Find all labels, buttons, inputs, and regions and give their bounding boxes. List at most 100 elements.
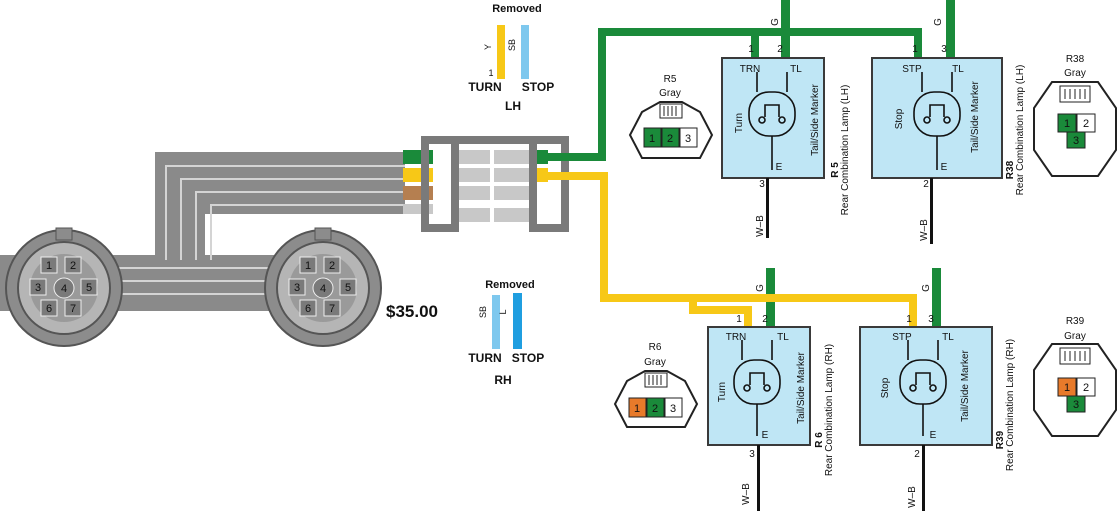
svg-text:STP: STP	[902, 64, 922, 75]
bulb-icon	[748, 72, 796, 170]
svg-text:TURN: TURN	[468, 351, 501, 365]
svg-text:Tail/Side Marker: Tail/Side Marker	[796, 351, 807, 423]
lamp-r6: 1 2 G TRN TL Turn Tail/Side Marker E 3 W…	[707, 284, 835, 511]
pin-1	[299, 256, 317, 274]
pin-label: 7	[329, 303, 335, 315]
svg-text:Gray: Gray	[644, 357, 666, 368]
pin-label: 2	[70, 260, 76, 272]
svg-text:Rear Combination Lamp (LH): Rear Combination Lamp (LH)	[840, 85, 851, 216]
svg-text:R 5: R 5	[830, 162, 841, 178]
svg-text:3: 3	[685, 133, 691, 145]
svg-text:Tail/Side Marker: Tail/Side Marker	[970, 80, 981, 152]
svg-text:E: E	[941, 162, 948, 173]
pin-3	[1066, 131, 1086, 149]
svg-text:STOP: STOP	[522, 80, 554, 94]
pin-2	[64, 256, 82, 274]
svg-text:Removed: Removed	[492, 3, 542, 15]
svg-text:TL: TL	[777, 332, 789, 343]
svg-text:2: 2	[667, 133, 673, 145]
svg-text:G: G	[921, 284, 932, 292]
svg-text:LH: LH	[505, 99, 521, 113]
bulb-icon	[913, 72, 961, 170]
svg-text:Stop: Stop	[880, 377, 891, 398]
pin-label: 2	[329, 260, 335, 272]
svg-text:E: E	[762, 430, 769, 441]
svg-text:TL: TL	[790, 64, 802, 75]
left-7pin-connector: 1 2 3 4 5 6 7	[5, 227, 123, 347]
pin-1	[40, 256, 58, 274]
blue-wire	[513, 293, 522, 349]
svg-text:G: G	[770, 18, 781, 26]
svg-text:TRN: TRN	[726, 332, 747, 343]
svg-text:R39: R39	[995, 430, 1006, 449]
svg-text:Y: Y	[483, 44, 493, 50]
svg-text:R6: R6	[649, 342, 662, 353]
svg-text:TL: TL	[942, 332, 954, 343]
svg-text:3: 3	[1073, 399, 1079, 411]
light-blue-wire	[521, 25, 529, 79]
svg-text:2: 2	[762, 314, 768, 325]
svg-text:SB: SB	[507, 39, 517, 51]
pin-label: 6	[46, 303, 52, 315]
lamp-r39: 1 3 G STP TL Stop Tail/Side Marker E 2 W…	[859, 284, 1016, 511]
pin-label: 7	[70, 303, 76, 315]
svg-text:W–B: W–B	[741, 483, 752, 505]
pin-3	[288, 278, 306, 296]
pin-label: 5	[345, 282, 351, 294]
svg-text:SB: SB	[478, 306, 488, 318]
svg-text:RH: RH	[494, 373, 511, 387]
pin-1	[643, 127, 662, 148]
svg-text:W–B: W–B	[755, 215, 766, 237]
light-blue-wire	[492, 295, 500, 349]
svg-text:1: 1	[488, 68, 493, 78]
connector-face-r39: R39 Gray 1 2 3	[1033, 316, 1117, 437]
yellow-rh-wire	[548, 172, 917, 328]
pin-label: 3	[294, 282, 300, 294]
pin-3	[1066, 395, 1086, 413]
svg-text:2: 2	[923, 179, 929, 190]
bulb-icon	[733, 340, 781, 436]
svg-text:R39: R39	[1066, 316, 1085, 327]
pin-7	[64, 299, 82, 317]
svg-text:Gray: Gray	[659, 88, 681, 99]
price-label: $35.00	[386, 302, 438, 321]
pin-2	[1076, 113, 1096, 133]
svg-text:1: 1	[649, 133, 655, 145]
pin-label: 1	[46, 260, 52, 272]
svg-text:R38: R38	[1066, 54, 1085, 65]
svg-text:R 6: R 6	[814, 432, 825, 448]
lamp-r5: 1 2 G TRN TL Turn Tail/Side Marker E 3 W…	[721, 18, 851, 238]
lamp-r38: 1 3 G STP TL Stop Tail/Side Marker E 2 W…	[871, 18, 1026, 244]
svg-text:3: 3	[941, 44, 947, 55]
svg-text:TURN: TURN	[468, 80, 501, 94]
svg-text:TL: TL	[952, 64, 964, 75]
svg-text:2: 2	[1083, 118, 1089, 130]
svg-text:1: 1	[736, 314, 742, 325]
svg-text:Rear Combination Lamp (LH): Rear Combination Lamp (LH)	[1015, 65, 1026, 196]
svg-text:1: 1	[912, 44, 918, 55]
svg-text:1: 1	[1064, 118, 1070, 130]
svg-text:E: E	[930, 430, 937, 441]
svg-text:R38: R38	[1005, 160, 1016, 179]
svg-text:1: 1	[1064, 382, 1070, 394]
pin-4	[312, 277, 334, 299]
svg-text:3: 3	[928, 314, 934, 325]
pin-6	[299, 299, 317, 317]
pin-label: 4	[61, 283, 67, 295]
pin-2	[323, 256, 341, 274]
svg-text:Turn: Turn	[734, 113, 745, 133]
pin-5	[339, 278, 357, 296]
lh-removed-legend: Removed Y SB 1 TURN STOP LH	[468, 3, 554, 113]
pin-5	[80, 278, 98, 296]
svg-text:STP: STP	[892, 332, 912, 343]
svg-text:Removed: Removed	[485, 279, 535, 291]
pin-2	[646, 397, 665, 418]
svg-text:TRN: TRN	[740, 64, 761, 75]
svg-text:Turn: Turn	[717, 382, 728, 402]
svg-text:Gray: Gray	[1064, 68, 1086, 79]
bulb-icon	[899, 340, 947, 436]
svg-text:Tail/Side Marker: Tail/Side Marker	[810, 83, 821, 155]
adapter-frame	[430, 136, 560, 144]
svg-text:STOP: STOP	[512, 351, 544, 365]
pin-2	[661, 127, 680, 148]
